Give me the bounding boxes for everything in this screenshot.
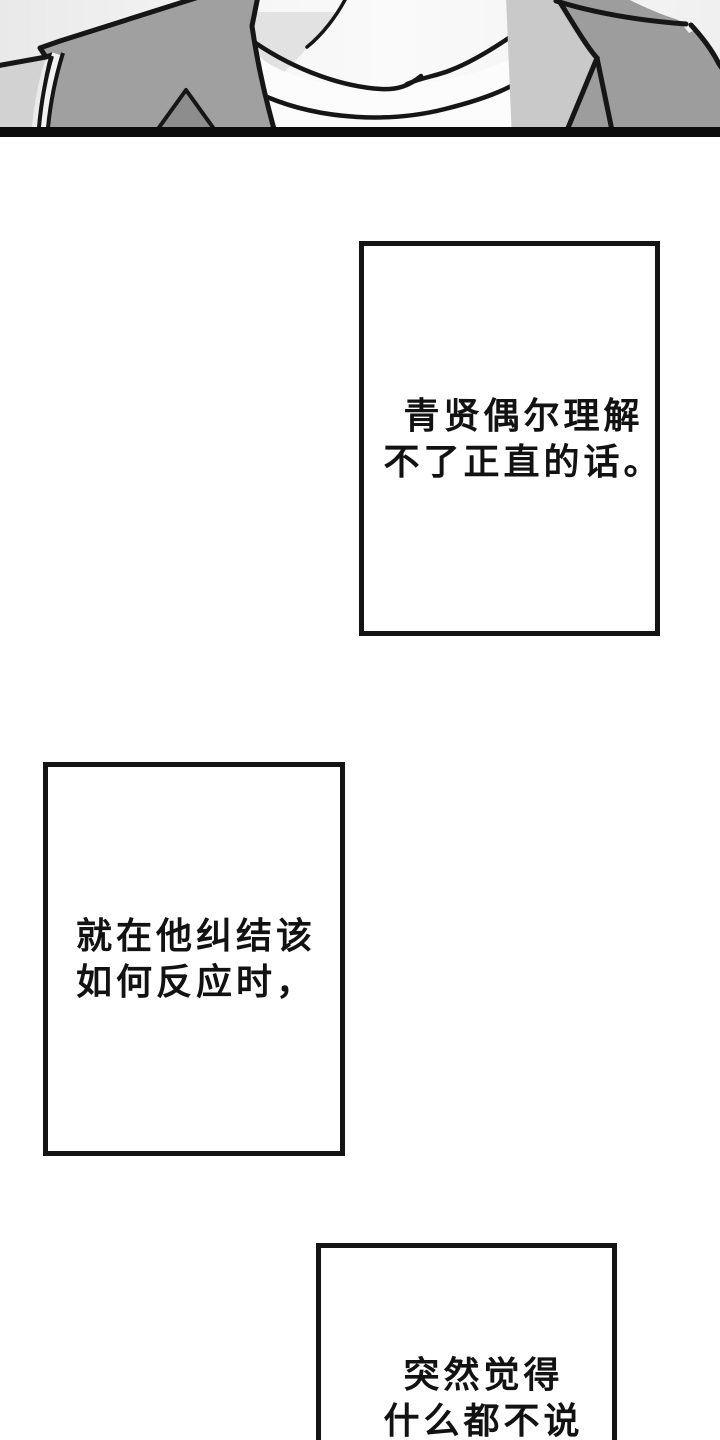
caption-line: 就在他纠结该 (76, 915, 317, 956)
right-lapel-notch-line (594, 57, 616, 137)
left-side-area (0, 57, 46, 137)
caption-line: 如何反应时， (76, 961, 317, 1002)
right-lapel (506, 0, 597, 137)
caption-line: 突然觉得 (403, 1354, 564, 1395)
right-jacket-panel (559, 0, 720, 137)
caption-box-1: 青贤偶尔理解 不了正直的话。 (359, 241, 660, 636)
caption-box-3: 突然觉得 什么都不说 (316, 1243, 617, 1440)
caption-line: 什么都不说 (383, 1400, 584, 1440)
caption-line: 不了正直的话。 (383, 440, 664, 482)
caption-box-2: 就在他纠结该 如何反应时， (43, 762, 345, 1156)
right-shoulder-contour (553, 0, 689, 27)
panel-border-bottom (0, 127, 720, 137)
jaw-line (305, 0, 347, 49)
arm-contour (688, 22, 720, 70)
torso-artwork-panel (0, 0, 720, 137)
torso-artwork (0, 0, 720, 137)
left-shoulder-line (0, 54, 47, 68)
collar-point (149, 88, 223, 137)
caption-line: 青贤偶尔理解 (403, 394, 644, 436)
